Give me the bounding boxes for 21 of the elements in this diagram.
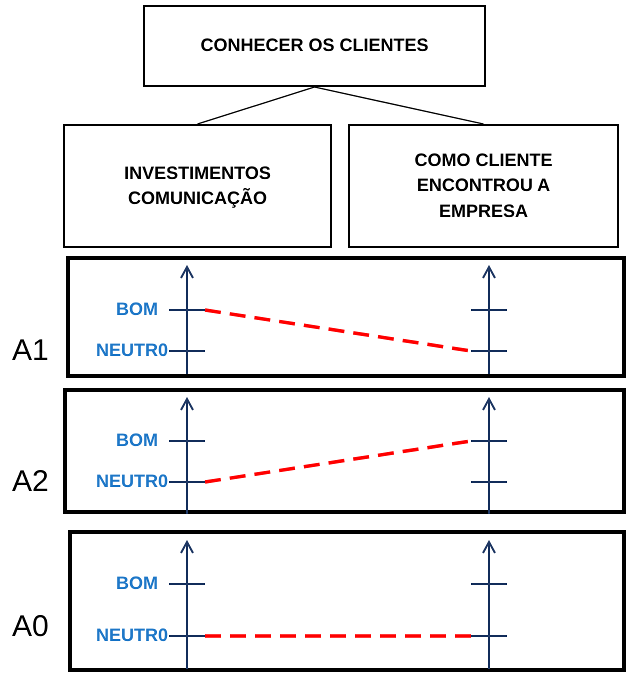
text-box: CONHECER OS CLIENTES xyxy=(143,5,486,87)
level-label: BOM xyxy=(116,573,158,594)
axis-arrow xyxy=(169,541,205,669)
row-label: A1 xyxy=(12,334,49,368)
axis-arrow xyxy=(471,266,507,374)
axis-arrow xyxy=(471,541,507,669)
axis-arrow xyxy=(471,398,507,514)
connector-line xyxy=(314,86,484,125)
row-label: A0 xyxy=(12,610,49,644)
axis-arrow xyxy=(169,398,205,514)
text-box: COMO CLIENTE ENCONTROU A EMPRESA xyxy=(348,124,619,248)
text-box: INVESTIMENTOS COMUNICAÇÃO xyxy=(63,124,332,248)
level-label: BOM xyxy=(116,299,158,320)
level-label: NEUTR0 xyxy=(96,625,168,646)
row-label: A2 xyxy=(12,465,49,499)
connector-line xyxy=(197,86,315,125)
dashed-line xyxy=(205,634,471,638)
level-label: BOM xyxy=(116,430,158,451)
level-label: NEUTR0 xyxy=(96,340,168,361)
axis-arrow xyxy=(169,266,205,374)
level-label: NEUTR0 xyxy=(96,471,168,492)
